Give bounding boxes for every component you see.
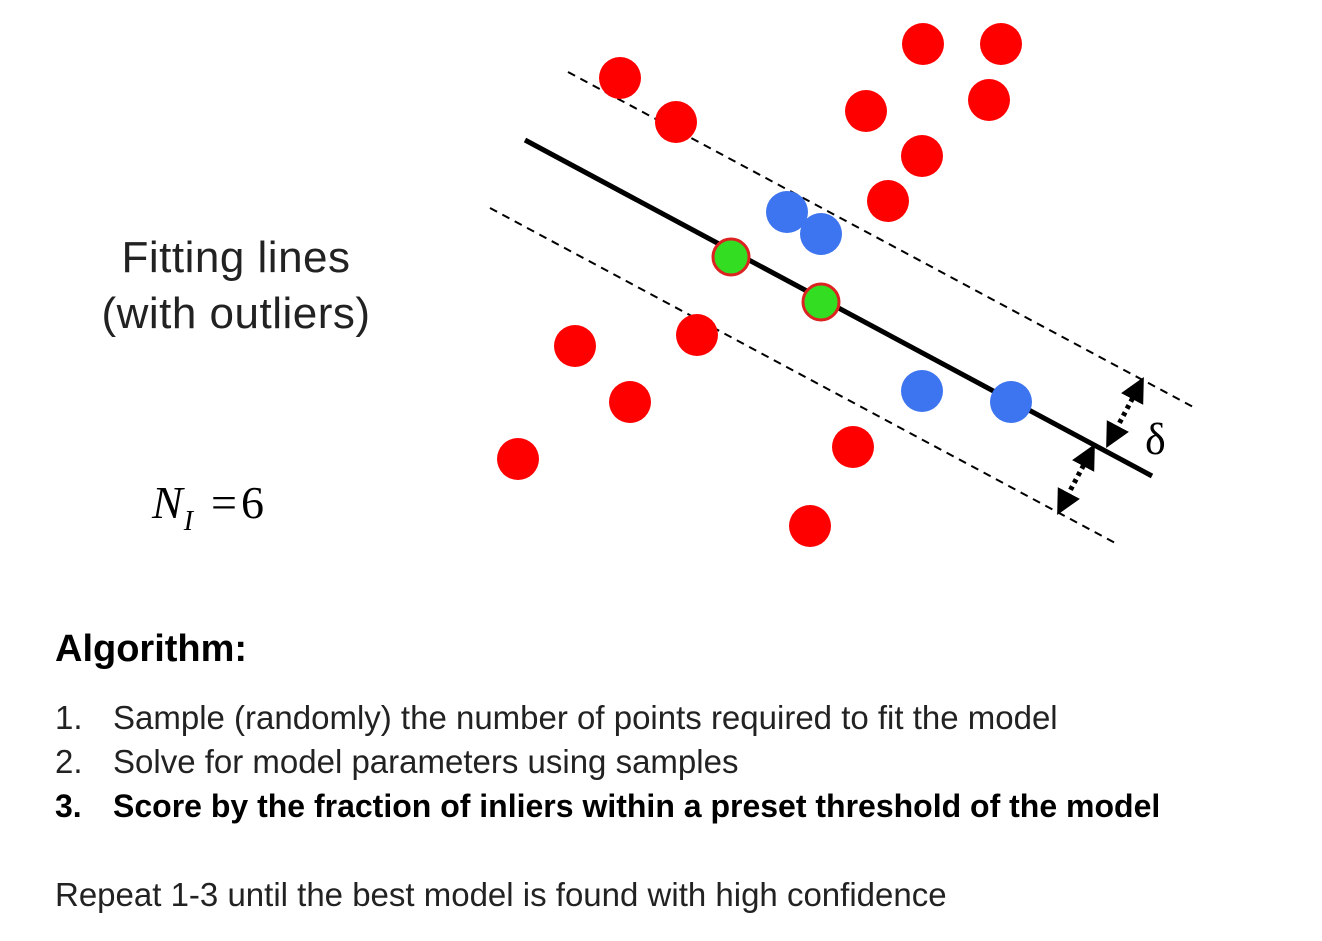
sampled-points: [711, 237, 841, 322]
inlier-point: [990, 381, 1032, 423]
outlier-point: [609, 381, 651, 423]
outlier-point: [497, 438, 539, 480]
inlier-count-symbol: N: [152, 477, 183, 528]
sampled-point: [801, 282, 841, 322]
algorithm-heading: Algorithm:: [55, 628, 248, 670]
outlier-point: [980, 23, 1022, 65]
inlier-point: [800, 213, 842, 255]
outlier-point: [554, 325, 596, 367]
inlier-point: [901, 370, 943, 412]
outlier-point: [655, 101, 697, 143]
sampled-point: [711, 237, 751, 277]
outlier-point: [901, 135, 943, 177]
inlier-count-subscript: I: [183, 506, 194, 537]
outlier-point: [789, 505, 831, 547]
inlier-points: [766, 191, 1032, 423]
inlier-point: [766, 191, 808, 233]
inlier-count-value: 6: [240, 477, 264, 528]
diagram-title-line-1: Fitting lines: [121, 233, 351, 282]
outlier-point: [902, 23, 944, 65]
inlier-count-formula: NI =6: [152, 476, 264, 537]
step-text: Sample (randomly) the number of points r…: [113, 699, 1058, 736]
algorithm-step: 1. Sample (randomly) the number of points…: [55, 698, 1160, 742]
algorithm-step: 2. Solve for model parameters using sampl…: [55, 742, 1160, 786]
threshold-arrow-lower: [1057, 443, 1095, 516]
inlier-count-equals: =: [211, 477, 237, 528]
step-text: Score by the fraction of inliers within …: [113, 788, 1161, 824]
repeat-note: Repeat 1-3 until the best model is found…: [55, 876, 947, 913]
outlier-point: [832, 426, 874, 468]
diagram-title-line-2: (with outliers): [101, 289, 371, 338]
lower-threshold-line: [489, 207, 1118, 545]
threshold-symbol: δ: [1145, 415, 1166, 464]
algorithm-step-highlighted: 3. Score by the fraction of inliers withi…: [55, 786, 1160, 830]
step-number: 3.: [55, 788, 82, 824]
step-text: Solve for model parameters using samples: [113, 743, 739, 780]
step-number: 1.: [55, 699, 83, 736]
step-number: 2.: [55, 743, 83, 780]
algorithm-steps: 1. Sample (randomly) the number of points…: [55, 698, 1160, 830]
outlier-point: [676, 314, 718, 356]
outlier-point: [845, 90, 887, 132]
outlier-point: [968, 79, 1010, 121]
threshold-arrow-upper: [1106, 376, 1144, 449]
outlier-point: [599, 57, 641, 99]
outlier-point: [867, 180, 909, 222]
ransac-line-fit-diagram: δ: [489, 23, 1196, 547]
outlier-points: [497, 23, 1022, 547]
